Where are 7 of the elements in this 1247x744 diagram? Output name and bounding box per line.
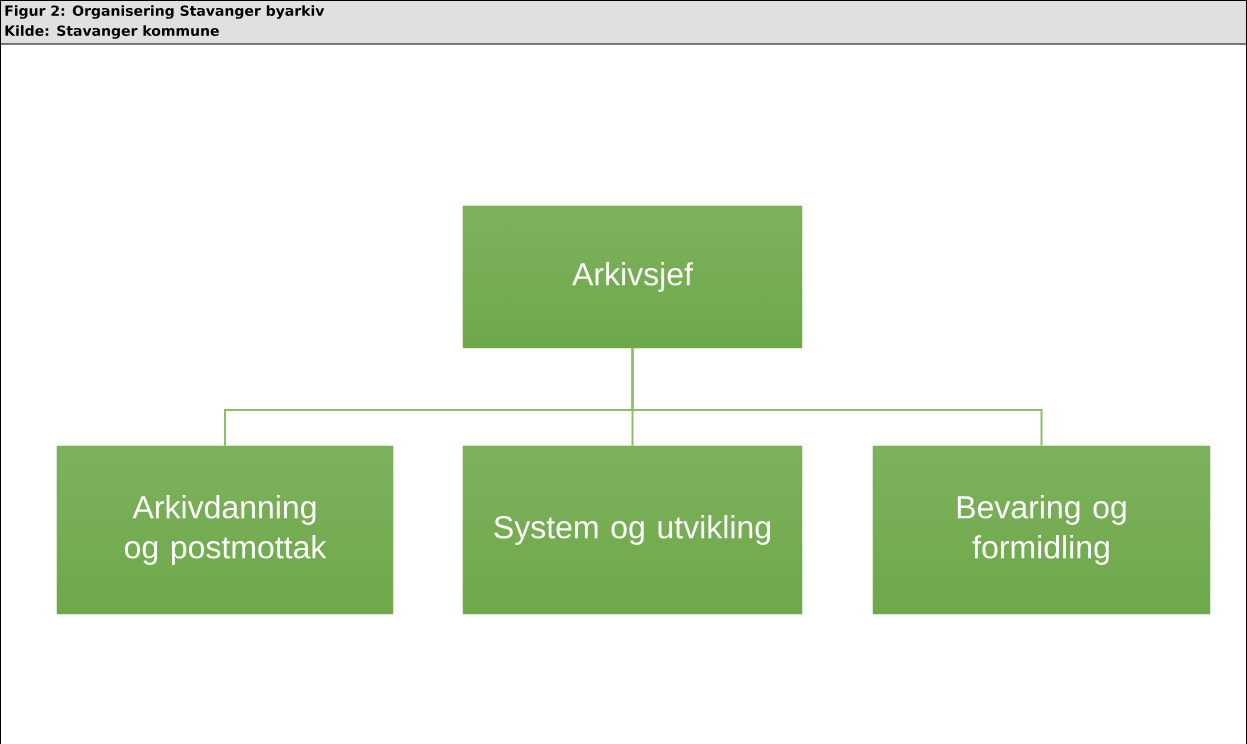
source-note: Kilde: Stavanger kommune	[5, 25, 219, 39]
org-box: Arkivdanning og postmottak	[56, 445, 394, 615]
figure-title: Figur 2: Organisering Stavanger byarkiv	[5, 5, 325, 19]
org-box: Bevaring og formidling	[872, 445, 1211, 615]
org-box: System og utvikling	[462, 445, 803, 615]
org-box: Arkivsjef	[462, 205, 803, 349]
connector-line	[631, 347, 1043, 447]
